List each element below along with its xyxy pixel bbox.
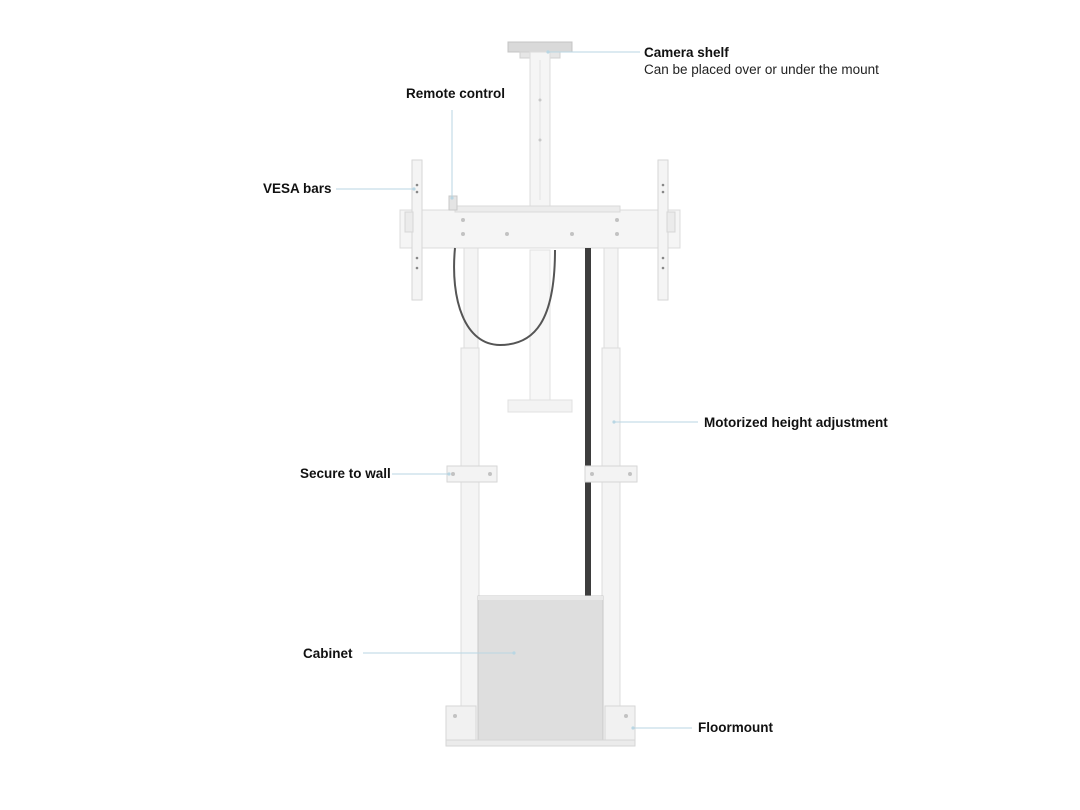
leader-dot-floormount	[631, 726, 635, 730]
floormount-base	[445, 705, 636, 747]
wall-bracket-right	[584, 465, 638, 483]
callout-remote-control: Remote control	[406, 86, 506, 101]
vesa-bar-right	[657, 159, 676, 301]
callout-camera-shelf-title: Camera shelf	[644, 45, 729, 60]
mounting-plate	[399, 205, 681, 249]
leader-dot-cabinet	[512, 651, 516, 655]
camera-shelf-lower	[507, 249, 573, 413]
leader-dot-remote-control	[450, 196, 454, 200]
column-right	[601, 247, 621, 747]
cabinet-box	[477, 595, 604, 747]
camera-shelf-bar	[529, 51, 551, 208]
leader-dot-camera-shelf	[546, 50, 550, 54]
callout-camera-shelf-subtitle: Can be placed over or under the mount	[644, 62, 879, 77]
cable-loop	[453, 247, 556, 347]
leader-dot-motorized	[612, 420, 616, 424]
leader-dot-vesa-bars	[412, 187, 416, 191]
callout-floormount: Floormount	[698, 720, 773, 735]
wall-bracket-left	[446, 465, 498, 483]
leader-dot-secure-to-wall	[447, 472, 451, 476]
callout-cabinet: Cabinet	[303, 646, 353, 661]
callout-motorized-height: Motorized height adjustment	[704, 415, 888, 430]
leader-lines	[336, 50, 698, 730]
callout-secure-to-wall: Secure to wall	[300, 466, 391, 481]
callout-vesa-bars: VESA bars	[263, 181, 332, 196]
cable-vertical	[585, 248, 591, 598]
vesa-bar-left	[404, 159, 423, 301]
remote-control	[448, 195, 458, 211]
column-left	[460, 247, 480, 747]
